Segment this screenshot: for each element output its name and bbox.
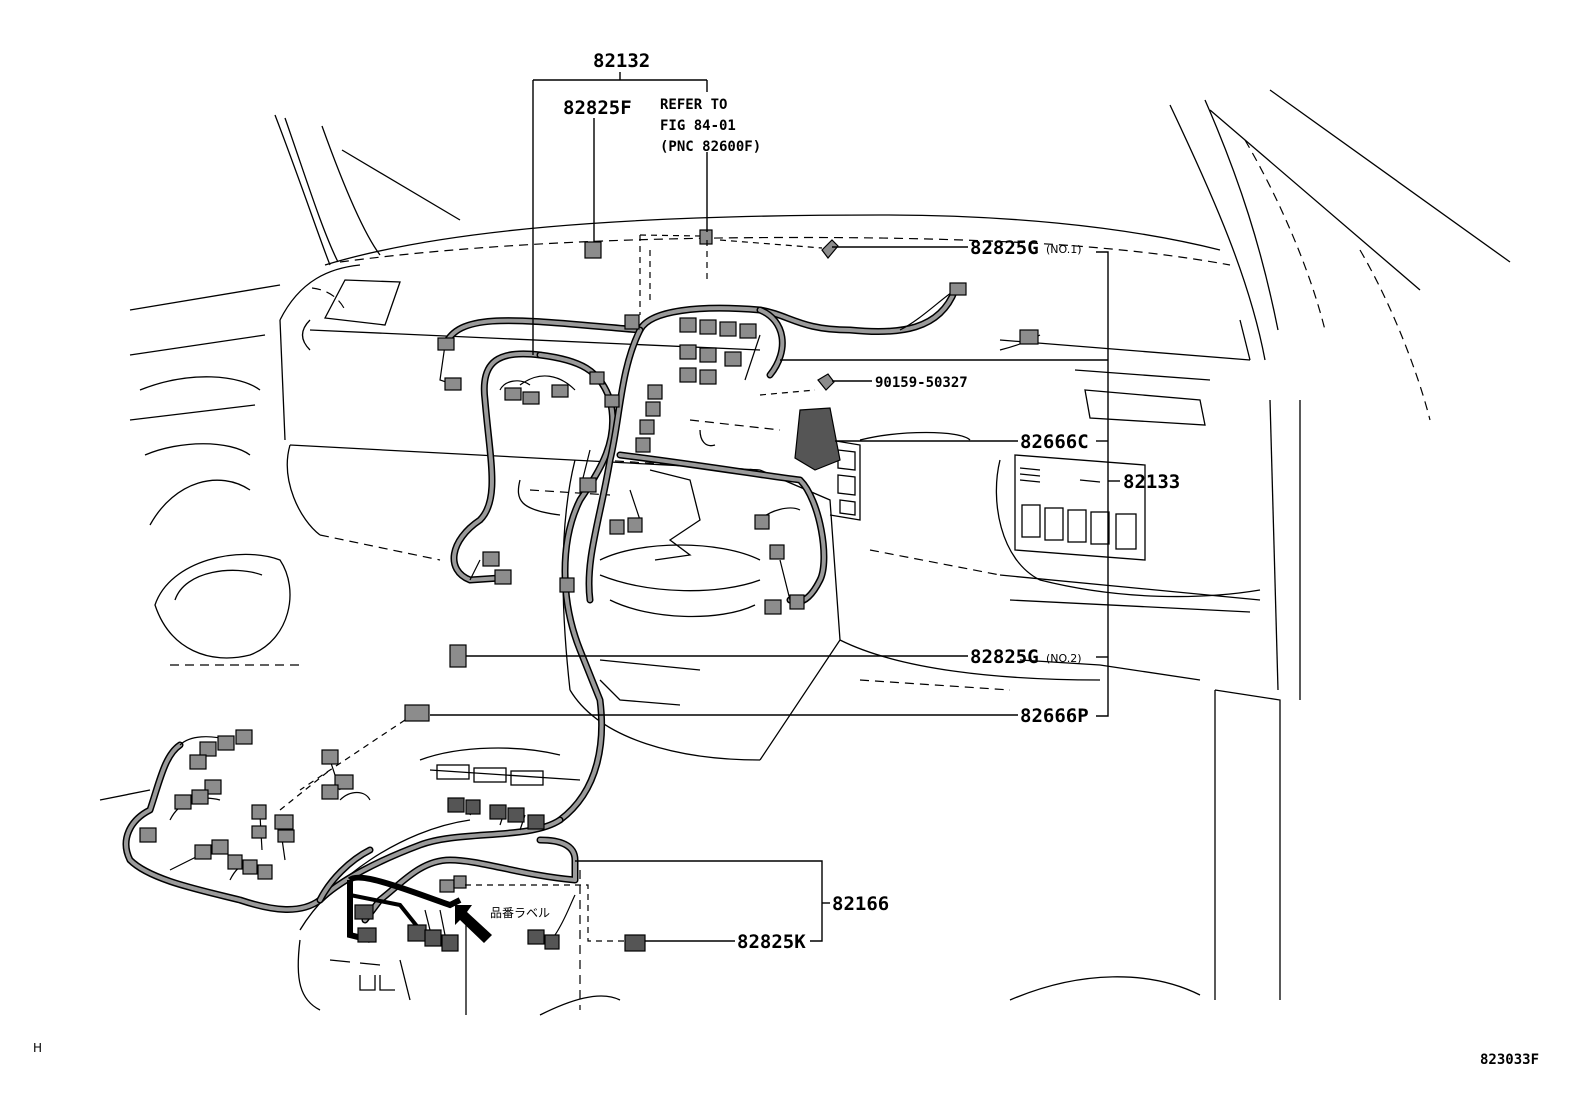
part-82825G-no2-note: (NO.2) (1046, 652, 1082, 665)
part-82825G-no2-label: 82825G (970, 646, 1039, 668)
part-82133-label: 82133 (1123, 471, 1180, 493)
connector-82825G-no2 (449, 644, 467, 668)
part-90159-label: 90159-50327 (875, 375, 968, 391)
label-arrow-icon (455, 905, 492, 943)
connector-82666P (404, 704, 430, 722)
part-82825G-no1-note: (NO.1) (1046, 243, 1082, 256)
refer-note-line1: REFER TO (660, 97, 727, 113)
part-labels: 82132 82825F REFER TO FIG 84-01 (PNC 826… (33, 50, 1539, 1068)
floor-harness (122, 741, 579, 924)
leader-lines (279, 72, 1120, 942)
refer-note-line2: FIG 84-01 (660, 118, 736, 134)
refer-note-line3: (PNC 82600F) (660, 139, 761, 155)
instrument-panel-harness (441, 286, 959, 824)
part-82666C-label: 82666C (1020, 431, 1089, 453)
part-82825G-no1-label: 82825G (970, 237, 1039, 259)
part-number-label-note: 品番ラベル (490, 906, 550, 920)
bolt-90159 (817, 373, 835, 391)
part-82132-label: 82132 (593, 50, 650, 72)
corner-mark: H (33, 1041, 42, 1055)
part-82666P-label: 82666P (1020, 705, 1089, 727)
part-82166-label: 82166 (832, 893, 889, 915)
connectors (139, 229, 1039, 952)
connector-82825G-no1 (821, 239, 839, 259)
connector-refer (699, 229, 713, 245)
part-82825F-label: 82825F (563, 97, 632, 119)
figure-code: 823033F (1480, 1052, 1539, 1068)
vehicle-outline (99, 89, 1511, 1016)
connector-82825F (584, 241, 602, 259)
part-82825K-label: 82825K (737, 931, 806, 953)
connector-82825K (624, 934, 646, 952)
connector-82666C (794, 407, 841, 471)
